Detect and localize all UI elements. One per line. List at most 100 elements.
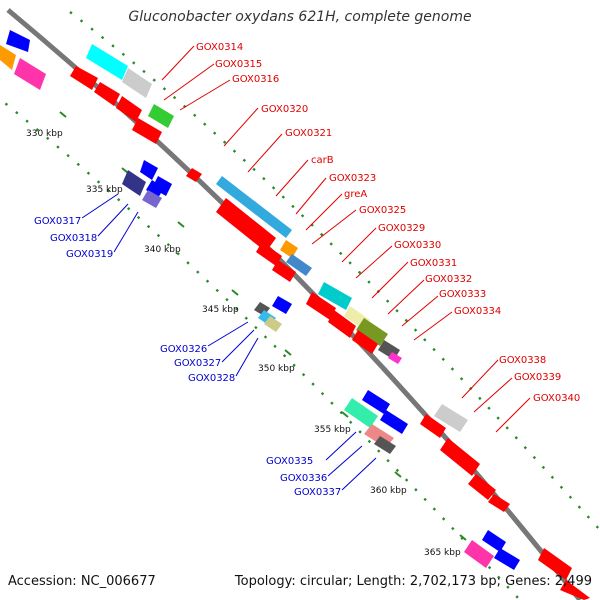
gene-magenta[interactable] [14,58,46,90]
kbp-label: 340 kbp [144,245,181,255]
gene-GOX0337[interactable] [374,436,396,454]
leader [179,79,231,111]
leader [113,211,139,253]
gene-magenta-rev[interactable] [464,540,494,568]
kbp-tick [284,349,292,356]
gene-blue-rev-1[interactable] [140,160,158,180]
gene-GOX0325[interactable] [286,254,312,276]
kbp-label: 350 kbp [258,364,295,374]
gene-red-9[interactable] [538,548,572,580]
gene-label[interactable]: GOX0326 [160,344,207,355]
leader [341,227,377,263]
gene-label[interactable]: GOX0338 [499,355,546,366]
kbp-label: 365 kbp [424,548,461,558]
gene-label[interactable]: GOX0332 [425,274,472,285]
reverse-genes [122,160,520,570]
gene-red-6[interactable] [352,330,378,354]
gene-greA[interactable] [280,240,298,258]
gene-label[interactable]: GOX0319 [66,249,113,260]
gene-blue-rev-7[interactable] [494,548,520,570]
leaders-forward [161,45,531,433]
gene-label[interactable]: GOX0335 [266,456,313,467]
gene-GOX0338[interactable] [434,404,468,432]
gene-GOX0317[interactable] [122,170,146,196]
gene-label[interactable]: GOX0331 [410,258,457,269]
gene-GOX0319[interactable] [142,190,162,208]
gene-label[interactable]: greA [344,189,367,200]
gene-GOX0318[interactable] [146,180,164,198]
leader [495,397,531,433]
gene-blue-rev-5[interactable] [380,410,408,434]
kbp-tick [121,167,129,174]
gene-red-3[interactable] [116,96,142,122]
gene-group-topleft [0,30,46,90]
gene-GOX0315[interactable] [122,68,152,98]
gene-red-4[interactable] [272,260,296,282]
gene-label[interactable]: GOX0314 [196,42,243,53]
gene-GOX0332[interactable] [356,318,388,346]
gene-GOX0323[interactable] [256,242,282,266]
gene-label[interactable]: GOX0339 [514,372,561,383]
gene-blue-rev-3[interactable] [272,296,292,314]
gene-label[interactable]: GOX0325 [359,205,406,216]
leader [81,193,119,219]
kbp-label: 360 kbp [370,486,407,496]
gene-label[interactable]: GOX0336 [280,473,327,484]
gene-GOX0321[interactable] [216,176,292,238]
gene-GOX0339[interactable] [420,414,446,438]
gene-orange[interactable] [0,45,16,70]
gene-label[interactable]: GOX0316 [232,74,279,85]
leader [161,45,195,81]
gene-GOX0329[interactable] [318,282,352,310]
gene-label[interactable]: GOX0340 [533,393,580,404]
gene-red-1[interactable] [70,66,98,90]
gene-label[interactable]: GOX0317 [34,216,81,227]
gene-label[interactable]: GOX0328 [188,373,235,384]
topology-summary: Topology: circular; Length: 2,702,173 bp… [234,574,592,589]
leader [275,159,309,197]
gene-red-2[interactable] [94,82,120,106]
gene-label[interactable]: GOX0337 [294,487,341,498]
kbp-label: 335 kbp [86,185,123,195]
kbp-labels: 330 kbp 335 kbp 340 kbp 345 kbp 350 kbp … [26,129,461,558]
gene-label[interactable]: carB [311,155,334,166]
gene-label[interactable]: GOX0320 [261,104,308,115]
gene-label[interactable]: GOX0334 [454,306,501,317]
leader [371,261,409,299]
gene-label[interactable]: GOX0329 [378,223,425,234]
gene-blue-rev-2[interactable] [152,176,172,196]
kbp-tick [177,221,185,228]
leader [387,279,425,315]
gene-GOX0316[interactable] [148,104,174,128]
gene-carB[interactable] [216,198,276,252]
leader [235,337,259,377]
gene-GOX0340[interactable] [440,438,480,476]
gene-GOX0314[interactable] [86,44,128,80]
gene-label[interactable]: GOX0318 [50,233,97,244]
leader [327,445,363,477]
gene-GOX0334[interactable] [388,352,402,364]
gene-blue-rev-4[interactable] [362,390,390,414]
gene-label[interactable]: GOX0321 [285,128,332,139]
tick-track-inner [0,97,521,600]
gene-blue-arrow[interactable] [6,30,30,52]
leader [163,63,215,101]
gene-GOX0335[interactable] [344,398,378,428]
kbp-tick [394,471,402,478]
gene-GOX0320[interactable] [132,118,162,144]
gene-GOX0330[interactable] [306,292,336,320]
gene-red-10[interactable] [560,580,590,600]
gene-label[interactable]: GOX0327 [174,358,221,369]
gene-GOX0328[interactable] [264,316,282,332]
gene-blue-rev-6[interactable] [482,530,506,552]
gene-label[interactable]: GOX0330 [394,240,441,251]
gene-red-small[interactable] [186,168,202,182]
gene-label[interactable]: GOX0323 [329,173,376,184]
gene-label[interactable]: GOX0315 [215,59,262,70]
gene-red-5[interactable] [328,310,356,338]
gene-red-7[interactable] [468,474,496,500]
gene-red-8[interactable] [488,494,510,512]
forward-genes [70,44,590,600]
gene-label[interactable]: GOX0333 [439,289,486,300]
